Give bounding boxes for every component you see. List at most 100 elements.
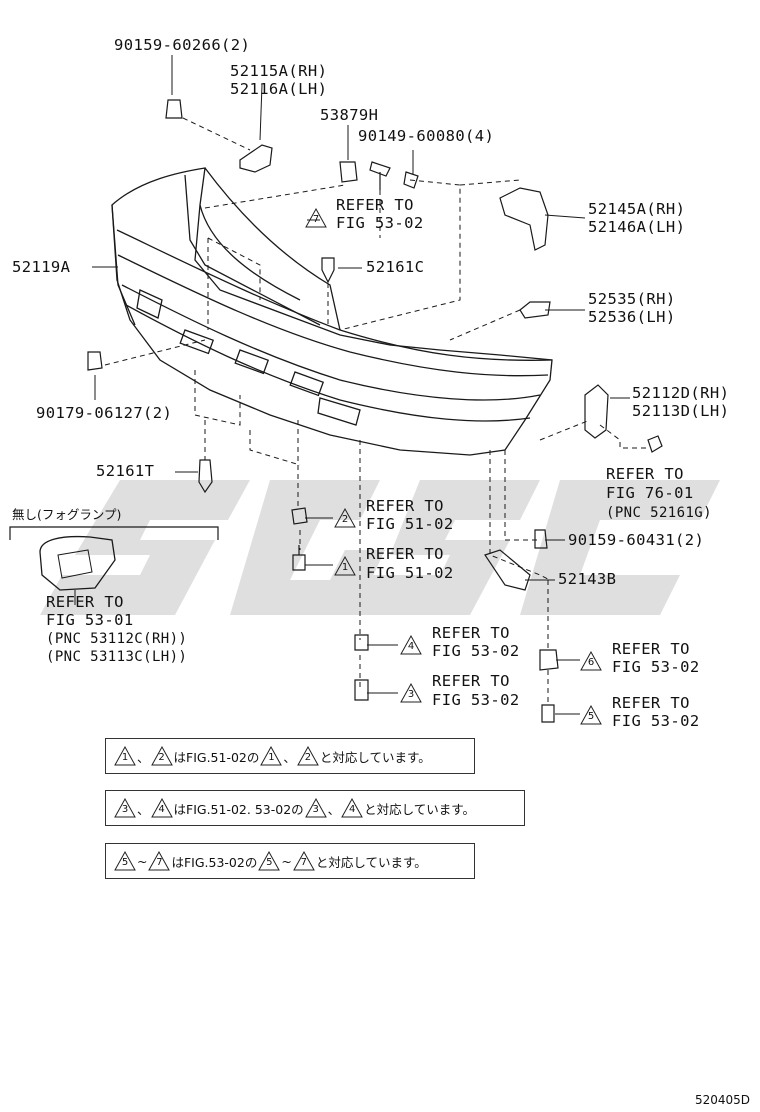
label-90159-60266: 90159-60266(2): [114, 36, 251, 54]
label-refer53-01-c: (PNC 53112C(RH)): [46, 631, 188, 647]
bracket-52112d: [584, 384, 609, 439]
label-52115a: 52115A(RH): [230, 62, 328, 80]
clip-52161c: [321, 257, 335, 284]
label-52119a: 52119A: [12, 258, 71, 276]
note2-mid: はFIG.51-02. 53-02の: [173, 801, 304, 817]
bracket-52145a: [499, 187, 549, 251]
note3-sep2: ~: [281, 853, 292, 869]
label-refer4-a: REFER TO: [432, 624, 510, 642]
label-refer6-a: REFER TO: [612, 640, 690, 658]
clip-ref6: [539, 649, 559, 671]
label-refer76-b: FIG 76-01: [606, 484, 694, 502]
note1-triangle-d-icon: 2: [297, 746, 319, 766]
label-refer53-01-d: (PNC 53113C(LH)): [46, 649, 188, 665]
label-refer6-b: FIG 53-02: [612, 658, 700, 676]
label-refer3-b: FIG 53-02: [432, 691, 520, 709]
note-box-1: 1 、 2 はFIG.51-02の 1 、 2 と対応しています。: [105, 738, 475, 774]
label-refer4-b: FIG 53-02: [432, 642, 520, 660]
triangle-2-icon: 2: [334, 508, 356, 528]
note3-triangle-d-icon: 7: [292, 851, 315, 871]
screw-90149: [369, 161, 391, 190]
note3-triangle-a-icon: 5: [114, 851, 136, 871]
note2-triangle-b-icon: 4: [150, 798, 173, 818]
label-52143b: 52143B: [558, 570, 617, 588]
note1-end: と対応しています。: [319, 749, 431, 765]
label-refer7-b: FIG 53-02: [336, 214, 424, 232]
note3-end: と対応しています。: [315, 854, 427, 870]
label-52113d: 52113D(LH): [632, 402, 730, 420]
label-refer2-b: FIG 51-02: [366, 515, 454, 533]
label-53879h: 53879H: [320, 106, 379, 124]
fog-bracket-line: [9, 526, 219, 540]
nut-90179: [87, 351, 103, 371]
clip-52161t: [198, 459, 213, 494]
triangle-6-icon: 6: [580, 651, 602, 671]
note3-triangle-b-icon: 7: [148, 851, 171, 871]
note2-triangle-c-icon: 3: [304, 798, 327, 818]
bracket-52143b: [484, 549, 531, 591]
label-refer5-b: FIG 53-02: [612, 712, 700, 730]
note1-triangle-a-icon: 1: [114, 746, 136, 766]
bracket-52535: [519, 301, 551, 319]
clip-52161g: [647, 435, 663, 453]
label-refer1-a: REFER TO: [366, 545, 444, 563]
triangle-7-icon: 7: [305, 208, 327, 228]
fog-cover: [39, 535, 116, 591]
bracket-52115a: [239, 144, 273, 173]
note1-sep: 、: [137, 749, 150, 765]
note3-sep: ~: [137, 853, 148, 869]
bumper-cover: [111, 167, 553, 456]
leader-52145a: [544, 214, 586, 219]
label-refer7-a: REFER TO: [336, 196, 414, 214]
note2-triangle-d-icon: 4: [341, 798, 364, 818]
leader-52115a: [259, 84, 263, 141]
nut-ref4: [354, 634, 369, 651]
label-52536: 52536(LH): [588, 308, 676, 326]
label-refer5-a: REFER TO: [612, 694, 690, 712]
fog-lamp-title: 無し(フォグランプ): [12, 507, 122, 522]
bolt-ref3: [354, 679, 369, 701]
label-refer1-b: FIG 51-02: [366, 564, 454, 582]
label-refer76-a: REFER TO: [606, 465, 684, 483]
note2-sep: 、: [137, 801, 150, 817]
clip-90159-60431: [534, 529, 548, 549]
note1-triangle-c-icon: 1: [260, 746, 283, 766]
label-refer76-c: (PNC 52161G): [606, 505, 712, 521]
clip-53879h: [339, 161, 358, 183]
label-52116a: 52116A(LH): [230, 80, 328, 98]
label-90149-60080: 90149-60080(4): [358, 127, 495, 145]
label-52161c: 52161C: [366, 258, 425, 276]
note2-end: と対応しています。: [364, 801, 476, 817]
label-90179-06127: 90179-06127(2): [36, 404, 173, 422]
label-refer53-01-b: FIG 53-01: [46, 611, 134, 629]
label-52112d: 52112D(RH): [632, 384, 730, 402]
label-52145a: 52145A(RH): [588, 200, 686, 218]
triangle-4-icon: 4: [400, 635, 422, 655]
label-52535: 52535(RH): [588, 290, 676, 308]
label-refer3-a: REFER TO: [432, 672, 510, 690]
note1-sep2: 、: [283, 749, 296, 765]
note1-mid: はFIG.51-02の: [173, 749, 260, 765]
triangle-3-icon: 3: [400, 683, 422, 703]
note2-sep2: 、: [327, 801, 341, 817]
triangle-1-icon: 1: [334, 556, 356, 576]
triangle-5-icon: 5: [580, 705, 602, 725]
bolt-ref5: [541, 704, 555, 723]
note-box-3: 5 ~ 7 はFIG.53-02の 5 ~ 7 と対応しています。: [105, 843, 475, 879]
clip-90159-60266: [165, 99, 183, 119]
note1-triangle-b-icon: 2: [150, 746, 173, 766]
label-refer53-01-a: REFER TO: [46, 593, 124, 611]
nut-ref2: [291, 507, 308, 525]
label-refer2-a: REFER TO: [366, 497, 444, 515]
note3-triangle-c-icon: 5: [258, 851, 281, 871]
note2-triangle-a-icon: 3: [114, 798, 136, 818]
note3-mid: はFIG.53-02の: [171, 854, 258, 870]
label-90159-60431: 90159-60431(2): [568, 531, 705, 549]
note-box-2: 3 、 4 はFIG.51-02. 53-02の 3 、 4 と対応しています。: [105, 790, 525, 826]
bolt-ref1: [292, 545, 306, 571]
figure-code: 520405D: [695, 1093, 751, 1107]
screw-90149-b: [403, 171, 419, 189]
label-52161t: 52161T: [96, 462, 155, 480]
